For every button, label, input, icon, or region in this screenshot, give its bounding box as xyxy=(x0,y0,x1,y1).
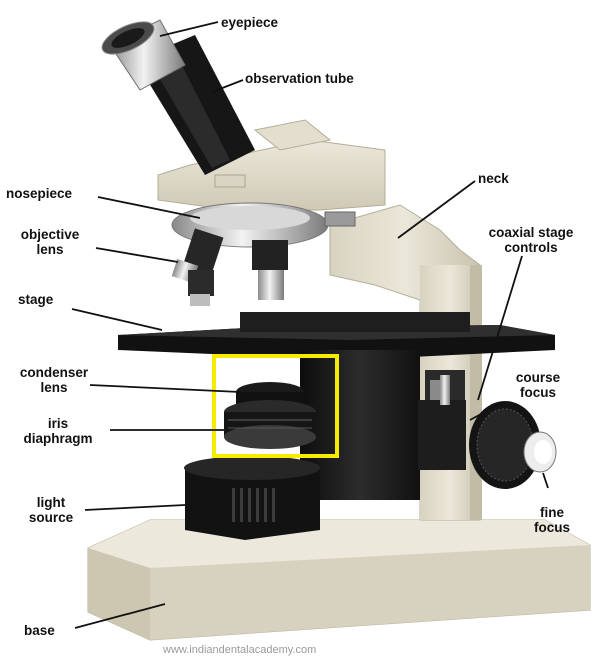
label-iris-diaphragm: iris diaphragm xyxy=(23,416,93,446)
label-light-source: light source xyxy=(28,495,74,525)
label-fine-focus: fine focus xyxy=(533,505,570,535)
condenser-part xyxy=(224,382,316,449)
label-observation-tube: observation tube xyxy=(245,71,354,86)
watermark: www.indiandentalacademy.com xyxy=(163,644,317,656)
highlight-box xyxy=(212,354,339,458)
label-coaxial-stage-controls: coaxial stage controls xyxy=(488,225,574,255)
light-source-part xyxy=(184,456,320,540)
label-course-focus: course focus xyxy=(515,370,561,400)
label-nosepiece: nosepiece xyxy=(6,186,73,201)
base-part xyxy=(87,519,591,641)
stage-part xyxy=(118,312,555,360)
label-base: base xyxy=(24,623,55,638)
label-objective-lens: objective lens xyxy=(20,227,80,257)
tube-part xyxy=(101,19,255,175)
focus-knobs-part xyxy=(418,375,557,489)
objectives-part xyxy=(171,228,288,306)
head-part xyxy=(157,119,386,211)
label-stage: stage xyxy=(18,292,54,307)
leader-lines xyxy=(71,21,549,629)
label-condenser-lens: condenser lens xyxy=(19,365,89,395)
label-eyepiece: eyepiece xyxy=(221,15,279,30)
label-neck: neck xyxy=(478,171,509,186)
